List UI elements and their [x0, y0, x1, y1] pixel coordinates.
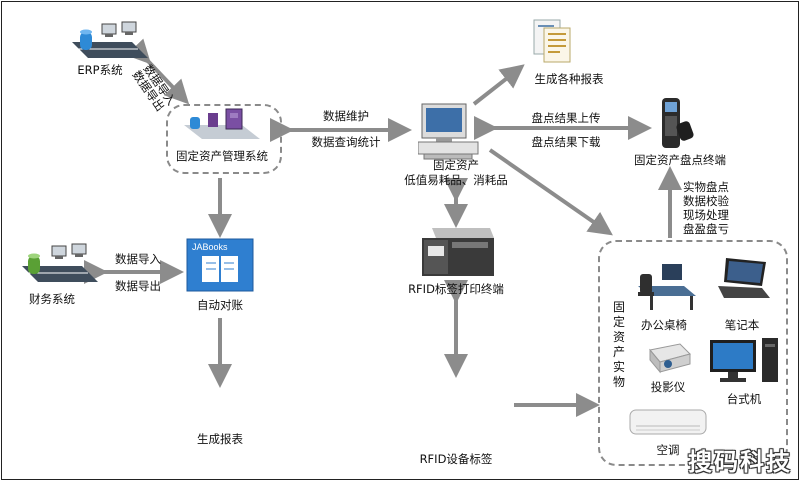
center-label-line2: 低值易耗品、消耗品 — [404, 173, 508, 187]
reconcile-logo: JABooks — [192, 242, 228, 252]
upload-label: 盘点结果上传 — [531, 111, 601, 125]
asset-mgmt-server-icon — [176, 103, 268, 143]
center-label-line1: 固定资产 — [433, 158, 479, 172]
maintain-label: 数据维护 — [323, 109, 369, 123]
query-label: 数据查询统计 — [311, 135, 381, 149]
finance-label: 财务系统 — [29, 292, 75, 306]
rfid-printer-icon — [418, 224, 496, 278]
projector-icon — [644, 336, 694, 376]
terminal-label: 固定资产盘点终端 — [634, 153, 726, 167]
rfid-printer-label: RFID标签打印终端 — [408, 282, 504, 296]
air-conditioner-icon — [628, 406, 710, 440]
terminal-op: 数据校验 — [683, 194, 729, 208]
finance-server-icon — [10, 240, 102, 286]
terminal-op: 实物盘点 — [683, 180, 729, 194]
download-label: 盘点结果下载 — [531, 135, 601, 149]
watermark-text: 搜码科技 — [688, 447, 792, 476]
erp-server-icon — [58, 18, 150, 62]
reconcile-label: 自动对账 — [197, 298, 243, 312]
reports-top-label: 生成各种报表 — [534, 72, 604, 86]
laptop-icon — [714, 254, 774, 302]
physical-assets-text: 固定资产实物 — [612, 300, 625, 389]
fin-import-label: 数据导入 — [115, 252, 161, 266]
rfid-tag-label: RFID设备标签 — [419, 452, 493, 466]
desktop-pc-icon — [706, 336, 782, 386]
asset-mgmt-label: 固定资产管理系统 — [176, 149, 268, 163]
arrow-erp-asset — [125, 38, 190, 105]
desktop-computer-icon — [417, 100, 490, 160]
asset-mgmt-box — [166, 104, 282, 174]
office-desk-icon — [632, 258, 702, 312]
fin-export-label: 数据导出 — [115, 279, 161, 293]
terminal-op: 盘盈盘亏 — [683, 222, 729, 236]
physical-assets-label: 固定资产实物 — [612, 300, 626, 390]
laptop-label: 笔记本 — [724, 318, 760, 332]
handheld-terminal-icon — [656, 96, 696, 152]
arrow-center-assets — [488, 148, 613, 236]
aircon-label: 空调 — [656, 443, 680, 457]
projector-label: 投影仪 — [650, 380, 686, 394]
desk-label: 办公桌椅 — [641, 318, 687, 332]
erp-label: ERP系统 — [77, 63, 123, 77]
physical-assets-box — [598, 240, 788, 466]
report-documents-icon — [530, 18, 582, 68]
report-left-label: 生成报表 — [197, 432, 243, 446]
reconcile-book-icon: JABooks — [186, 238, 254, 292]
terminal-op: 现场处理 — [683, 208, 729, 222]
desktop-label: 台式机 — [726, 392, 762, 406]
arrow-center-reports — [472, 64, 525, 106]
